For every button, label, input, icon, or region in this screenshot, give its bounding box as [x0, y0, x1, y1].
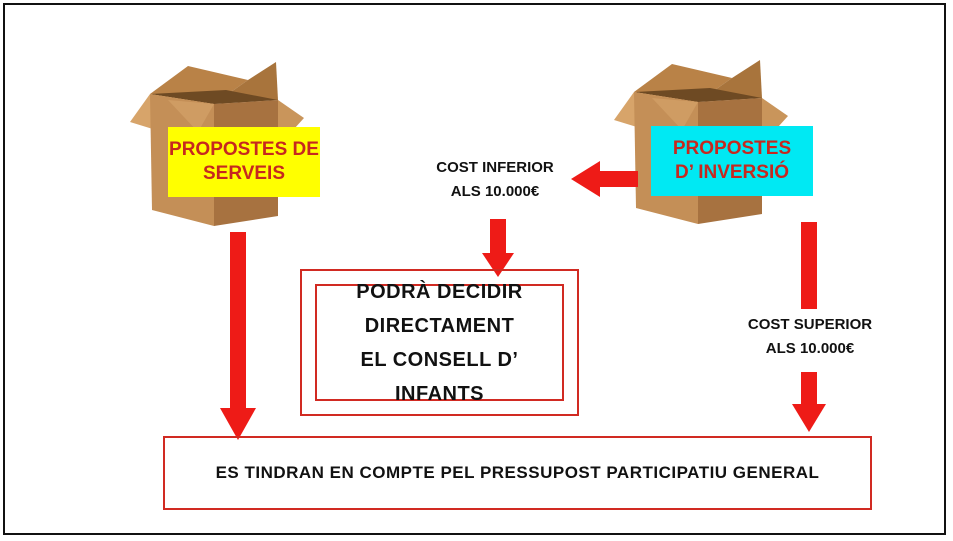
general-budget-text: ES TINDRAN EN COMPTE PEL PRESSUPOST PART…: [215, 463, 820, 482]
arrow-to-lower-cost: [571, 161, 638, 197]
arrow-upper-to-general: [792, 372, 826, 432]
arrow-to-upper-cost: [801, 222, 817, 309]
services-proposals-label: PROPOSTES DE SERVEIS: [168, 127, 320, 197]
cost-lower-label: COST INFERIOR ALS 10.000€: [436, 159, 554, 200]
council-decision-text: PODRÀ DECIDIR DIRECTAMENT EL CONSELL D’ …: [356, 280, 523, 405]
arrow-services-to-general: [220, 232, 256, 440]
council-box: PODRÀ DECIDIR DIRECTAMENT EL CONSELL D’ …: [315, 281, 564, 405]
council-box-outer: [300, 269, 579, 416]
general-budget-box: ES TINDRAN EN COMPTE PEL PRESSUPOST PART…: [163, 436, 872, 510]
investment-proposals-label: PROPOSTES D’ INVERSIÓ: [651, 126, 813, 196]
arrow-to-council: [482, 219, 514, 277]
cost-upper-label: COST SUPERIOR ALS 10.000€: [747, 316, 873, 357]
